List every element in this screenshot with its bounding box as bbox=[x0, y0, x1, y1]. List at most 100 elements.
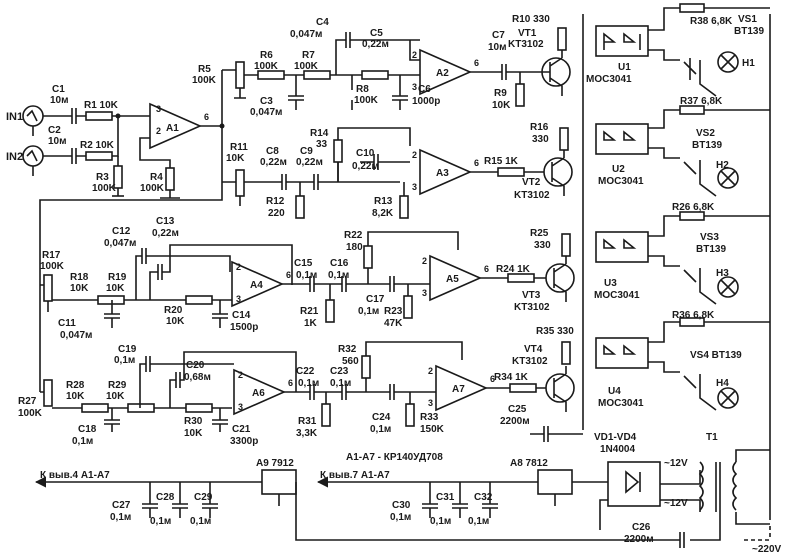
in2-label: IN2 bbox=[6, 151, 23, 163]
h3-label: H3 bbox=[716, 268, 729, 279]
c22-label: C22 bbox=[296, 366, 315, 377]
c3-value: 0,047м bbox=[250, 107, 282, 118]
r18-label: R18 bbox=[70, 272, 89, 283]
vs3-label: VS3 bbox=[700, 232, 719, 243]
svg-text:3: 3 bbox=[412, 182, 417, 192]
c4-value: 0,047м bbox=[290, 29, 322, 40]
vt2-label: VT2 bbox=[522, 177, 541, 188]
c14-label: C14 bbox=[232, 310, 251, 321]
c11-label: C11 bbox=[58, 318, 76, 329]
r26-label: R26 6,8K bbox=[672, 202, 715, 213]
svg-text:6: 6 bbox=[286, 270, 291, 280]
r20-value: 10K bbox=[166, 316, 185, 327]
r14-label: R14 bbox=[310, 128, 329, 139]
svg-text:6: 6 bbox=[288, 378, 293, 388]
c13-value: 0,22м bbox=[152, 228, 179, 239]
vt4-type: KT3102 bbox=[512, 356, 548, 367]
svg-text:3: 3 bbox=[156, 104, 161, 114]
c17-label: C17 bbox=[366, 294, 385, 305]
u2-label: U2 bbox=[612, 164, 625, 175]
svg-text:6: 6 bbox=[490, 374, 495, 384]
a3-opamp bbox=[419, 148, 472, 196]
t1-label: T1 bbox=[706, 432, 718, 443]
svg-text:2: 2 bbox=[412, 150, 417, 160]
c8-value: 0,22м bbox=[260, 157, 287, 168]
bridge-rectifier bbox=[607, 461, 661, 507]
h2-label: H2 bbox=[716, 160, 729, 171]
vt3-label: VT3 bbox=[522, 290, 541, 301]
to-pin4-label: К выв.4 A1-A7 bbox=[40, 470, 110, 481]
vt4-transistor-icon bbox=[545, 373, 575, 403]
u1-type: MOC3041 bbox=[586, 74, 632, 85]
r31-value: 3,3K bbox=[296, 428, 318, 439]
c10-label: C10 bbox=[356, 148, 375, 159]
c19-value: 0,1м bbox=[114, 355, 135, 366]
c21-label: C21 bbox=[232, 424, 251, 435]
c30-value: 0,1м bbox=[390, 512, 411, 523]
c28-value: 0,1м bbox=[150, 516, 171, 527]
c6-value: 1000р bbox=[412, 96, 440, 107]
c14-value: 1500р bbox=[230, 322, 258, 333]
a4-opamp bbox=[231, 260, 284, 308]
c10-value: 0,22м bbox=[352, 161, 379, 172]
a6-label: A6 bbox=[252, 388, 265, 399]
c3-label: C3 bbox=[260, 96, 273, 107]
c22-value: 0,1м bbox=[298, 378, 319, 389]
r30-label: R30 bbox=[184, 416, 203, 427]
input-stage bbox=[22, 102, 225, 199]
r27-label: R27 bbox=[18, 396, 37, 407]
c15-value: 0,1м bbox=[296, 270, 317, 281]
r22-value: 180 bbox=[346, 242, 363, 253]
in1-jack-icon bbox=[22, 105, 44, 127]
channel-4-filter bbox=[43, 341, 575, 432]
a8-label: A8 7812 bbox=[510, 458, 548, 469]
r6-value: 100K bbox=[254, 61, 279, 72]
c5-value: 0,22м bbox=[362, 39, 389, 50]
vs2-label: VS2 bbox=[696, 128, 715, 139]
r12-value: 220 bbox=[268, 208, 285, 219]
r21-value: 1K bbox=[304, 318, 318, 329]
c25-label: C25 bbox=[508, 404, 527, 415]
u3-label: U3 bbox=[604, 278, 617, 289]
r4-value: 100K bbox=[140, 183, 165, 194]
r7-label: R7 bbox=[302, 50, 315, 61]
output-section bbox=[582, 3, 771, 520]
c32-value: 0,1м bbox=[468, 516, 489, 527]
r36-label: R36 6,8K bbox=[672, 310, 715, 321]
power-supply bbox=[34, 426, 771, 548]
v12a-label: ~12V bbox=[664, 458, 688, 469]
c12-label: C12 bbox=[112, 226, 131, 237]
vd-label: VD1-VD4 bbox=[594, 432, 637, 443]
r16-label: R16 bbox=[530, 122, 549, 133]
r33-value: 150K bbox=[420, 424, 445, 435]
u3-type: MOC3041 bbox=[594, 290, 640, 301]
c7-value: 10м bbox=[488, 42, 507, 53]
vs2-type: BT139 bbox=[692, 140, 722, 151]
r35-label: R35 330 bbox=[536, 326, 574, 337]
r28-label: R28 bbox=[66, 380, 85, 391]
r7-value: 100K bbox=[294, 61, 319, 72]
vs4-label: VS4 BT139 bbox=[690, 350, 742, 361]
r11-value: 10K bbox=[226, 153, 245, 164]
c18-label: C18 bbox=[78, 424, 97, 435]
r1-label: R1 10K bbox=[84, 100, 119, 111]
c2-label: C2 bbox=[48, 125, 61, 136]
c32-label: C32 bbox=[474, 492, 493, 503]
r11-label: R11 bbox=[230, 142, 248, 153]
a5-label: A5 bbox=[446, 274, 459, 285]
c16-value: 0,1м bbox=[328, 270, 349, 281]
svg-text:6: 6 bbox=[474, 58, 479, 68]
labels: IN1 IN2 C1 10м C2 10м R1 10K R2 10K R3 1… bbox=[6, 14, 782, 555]
in2-jack-icon bbox=[22, 145, 44, 167]
c15-label: C15 bbox=[294, 258, 313, 269]
channel-1-lowpass bbox=[234, 27, 571, 110]
r5-value: 100K bbox=[192, 75, 217, 86]
r17-value: 100K bbox=[40, 261, 65, 272]
a7-opamp bbox=[435, 364, 488, 412]
r28-value: 10K bbox=[66, 391, 85, 402]
svg-text:6: 6 bbox=[204, 112, 209, 122]
r3-label: R3 bbox=[96, 172, 109, 183]
r21-label: R21 bbox=[300, 306, 319, 317]
r29-label: R29 bbox=[108, 380, 127, 391]
